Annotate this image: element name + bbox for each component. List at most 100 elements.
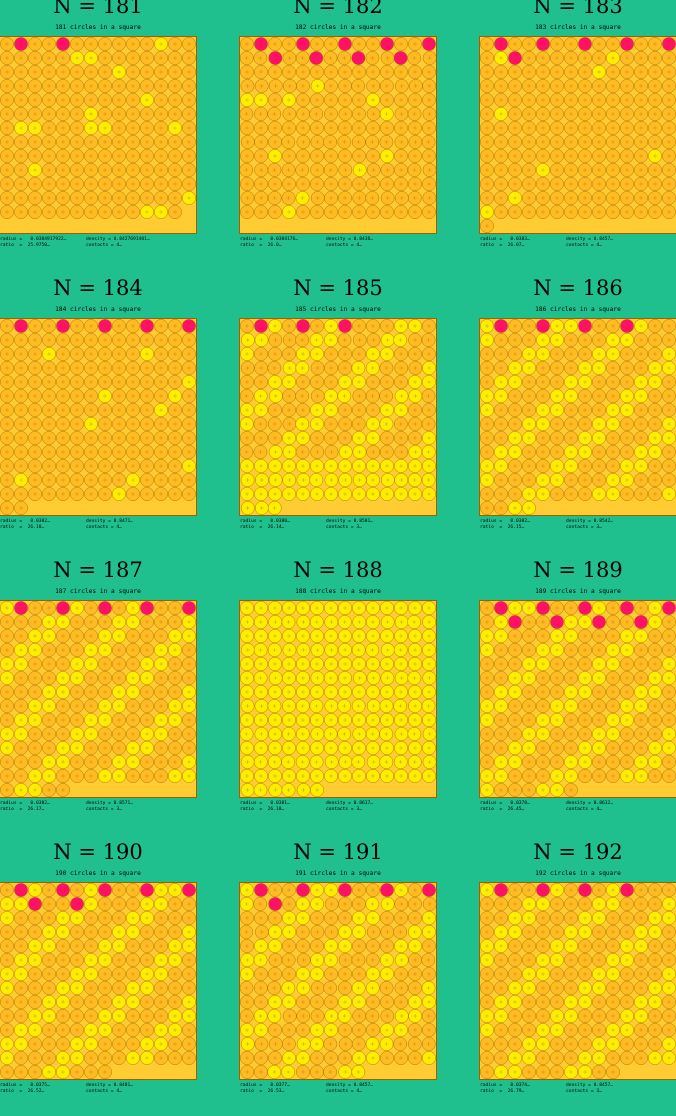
contact-mark (513, 84, 517, 88)
contact-mark (287, 930, 292, 934)
contact-mark (245, 606, 249, 610)
contact-mark (287, 492, 291, 496)
contact-mark (385, 662, 389, 666)
contact-mark (33, 42, 37, 46)
contact-mark (47, 902, 51, 906)
contact-mark (273, 930, 278, 934)
contact-mark (541, 958, 545, 962)
contact-mark (103, 620, 107, 624)
rattler-circle (182, 883, 196, 897)
contact-mark (555, 1042, 559, 1046)
contact-mark (653, 972, 657, 976)
contact-mark (117, 1028, 121, 1032)
contact-mark (131, 492, 135, 496)
contact-mark (273, 450, 278, 454)
contact-mark (527, 888, 531, 892)
contact-mark (245, 210, 249, 214)
contact-mark (667, 478, 671, 482)
contact-mark (569, 1028, 573, 1032)
contact-mark (555, 324, 559, 328)
contact-mark (19, 690, 23, 694)
contact-mark (611, 84, 615, 88)
contact-mark (639, 422, 643, 426)
contact-mark (173, 450, 177, 454)
contact-mark (61, 352, 65, 356)
contact-mark (541, 662, 545, 666)
contact-mark (385, 98, 389, 102)
contact-mark (187, 408, 191, 412)
contact-mark (513, 930, 517, 934)
contact-mark (541, 84, 545, 88)
panel-subtitle: 185 circles in a square (295, 306, 381, 313)
contact-mark (583, 126, 587, 130)
contact-mark (61, 366, 65, 370)
circle-packing-plot (240, 37, 436, 219)
contact-mark (412, 168, 417, 172)
contact-mark (384, 422, 389, 426)
contact-mark (356, 422, 361, 426)
contact-mark (103, 1056, 107, 1060)
contact-mark (611, 1056, 615, 1060)
contact-mark (33, 888, 37, 892)
contact-mark (413, 662, 417, 666)
contact-mark (47, 352, 51, 356)
contact-mark (413, 944, 417, 948)
contact-mark (75, 324, 79, 328)
contact-mark (329, 196, 334, 200)
packing-square (479, 318, 676, 516)
contact-mark (667, 634, 671, 638)
contact-mark (287, 210, 291, 214)
contact-mark (33, 1014, 37, 1018)
contact-mark (19, 196, 23, 200)
contact-mark (385, 620, 390, 624)
contact-mark (329, 1028, 333, 1032)
contact-mark (427, 126, 431, 130)
contact-mark (357, 196, 362, 200)
contact-mark (273, 718, 277, 722)
contact-mark (569, 394, 573, 398)
contact-mark (499, 98, 503, 102)
contact-mark (131, 324, 135, 328)
contact-mark (343, 70, 347, 74)
contact-mark (413, 126, 417, 130)
rattler-circle (70, 897, 84, 911)
contact-mark (527, 930, 531, 934)
contact-mark (145, 196, 149, 200)
contact-mark (513, 506, 517, 510)
contact-mark (653, 98, 657, 102)
contact-mark (286, 732, 291, 736)
contact-mark (485, 42, 489, 46)
contact-mark (89, 620, 93, 624)
contact-mark (569, 902, 573, 906)
contact-mark (47, 126, 51, 130)
contact-mark (5, 958, 9, 962)
contact-mark (639, 210, 643, 214)
contact-mark (555, 690, 559, 694)
contact-mark (399, 112, 404, 116)
contact-mark (19, 902, 23, 906)
contact-mark (569, 648, 573, 652)
contact-mark (47, 634, 51, 638)
contact-mark (329, 888, 333, 892)
contact-mark (343, 422, 348, 426)
contact-mark (413, 42, 417, 46)
contact-mark (173, 352, 177, 356)
contact-mark (173, 98, 177, 102)
contact-mark (499, 746, 503, 750)
contact-mark (145, 704, 149, 708)
contact-mark (399, 210, 403, 214)
contact-mark (357, 634, 361, 638)
contact-mark (527, 944, 531, 948)
contact-mark (667, 944, 671, 948)
contact-mark (259, 352, 263, 356)
contact-mark (328, 84, 333, 88)
contact-mark (513, 718, 517, 722)
contact-mark (315, 788, 320, 792)
contact-mark (485, 422, 489, 426)
contact-mark (527, 1042, 531, 1046)
contact-mark (357, 732, 362, 736)
contact-mark (499, 1056, 503, 1060)
contact-mark (385, 746, 389, 750)
contact-mark (371, 42, 375, 46)
